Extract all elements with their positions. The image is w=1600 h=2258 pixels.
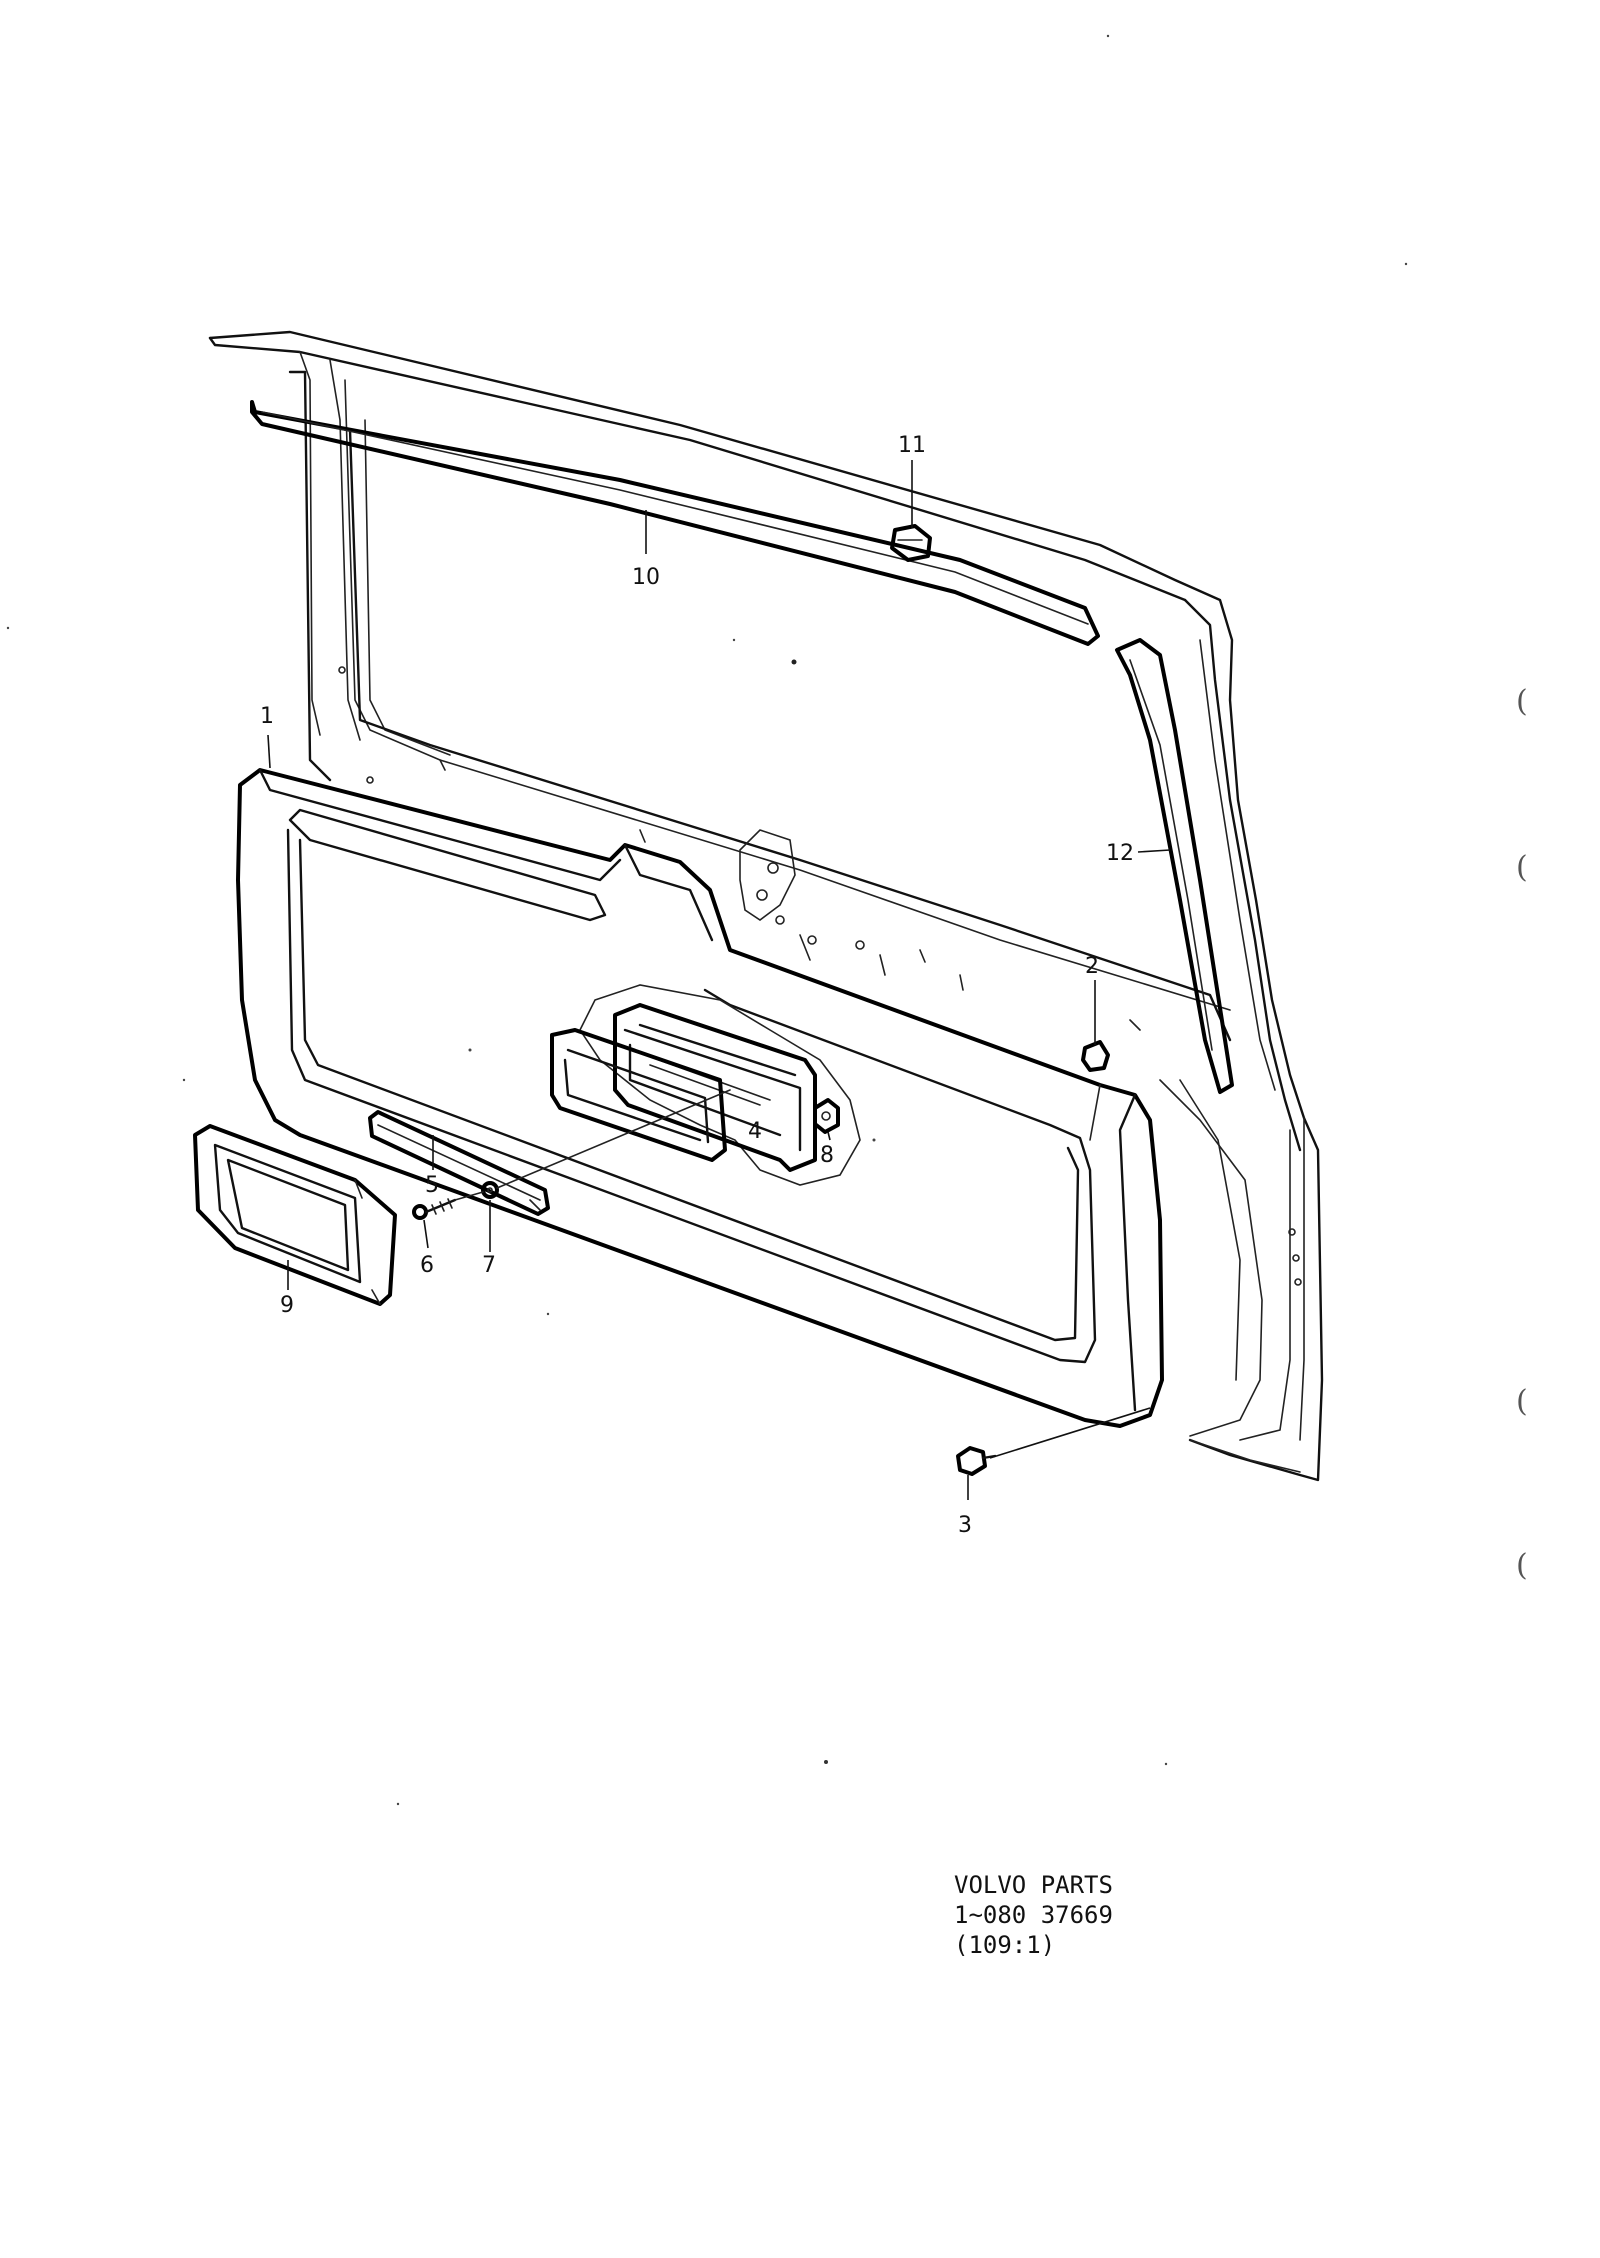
- leader-8: [827, 1131, 831, 1141]
- part-12-side-strip: [1115, 638, 1234, 1094]
- part-5-cover-strip: [368, 1110, 550, 1216]
- part-7-washer: [481, 1181, 499, 1199]
- tailgate-frame: [208, 330, 1324, 1482]
- stamp-line-2: 1~080 37669: [954, 1901, 1113, 1929]
- part-9-bezel: [193, 1124, 397, 1306]
- callout-12: 12: [1106, 841, 1134, 866]
- parts-stamp: VOLVO PARTS 1~080 37669 (109:1): [954, 1870, 1113, 1960]
- callout-11: 11: [898, 433, 926, 458]
- callout-4: 4: [748, 1119, 762, 1144]
- leader-6: [423, 1219, 429, 1249]
- callout-5: 5: [425, 1173, 439, 1198]
- part-2-clip: [1081, 1040, 1110, 1072]
- part-3-push-pin: [956, 1446, 997, 1476]
- part-8-nut: [813, 1098, 840, 1134]
- callout-labels: 1 2 3 4 5 6 7 8 9 10 11 12: [260, 433, 1134, 1538]
- leader-lines: [267, 460, 1171, 1500]
- callout-7: 7: [482, 1253, 496, 1278]
- callout-10: 10: [632, 565, 660, 590]
- stamp-line-3: (109:1): [954, 1931, 1056, 1959]
- callout-6: 6: [420, 1253, 434, 1278]
- part-6-screw: [412, 1198, 457, 1220]
- scan-specks: [6, 34, 1408, 1806]
- callout-8: 8: [820, 1143, 834, 1168]
- margin-mark-1: (: [1516, 684, 1528, 719]
- part-10-upper-strip: [250, 400, 1100, 646]
- leader-3b: [989, 1407, 1151, 1459]
- leader-1: [267, 734, 271, 769]
- callout-9: 9: [280, 1293, 294, 1318]
- callout-1: 1: [260, 704, 274, 729]
- stamp-line-1: VOLVO PARTS: [954, 1871, 1113, 1899]
- margin-mark-2: (: [1516, 850, 1528, 885]
- part-4-handle-recess: [550, 984, 861, 1186]
- margin-mark-4: (: [1516, 1548, 1528, 1583]
- part-1-trim-panel: [236, 768, 1164, 1428]
- screw-axis-line: [454, 1089, 731, 1201]
- callout-3: 3: [958, 1513, 972, 1538]
- part-11-clip: [890, 524, 932, 562]
- callout-2: 2: [1085, 954, 1099, 979]
- margin-mark-3: (: [1516, 1384, 1528, 1419]
- leader-12: [1137, 849, 1171, 853]
